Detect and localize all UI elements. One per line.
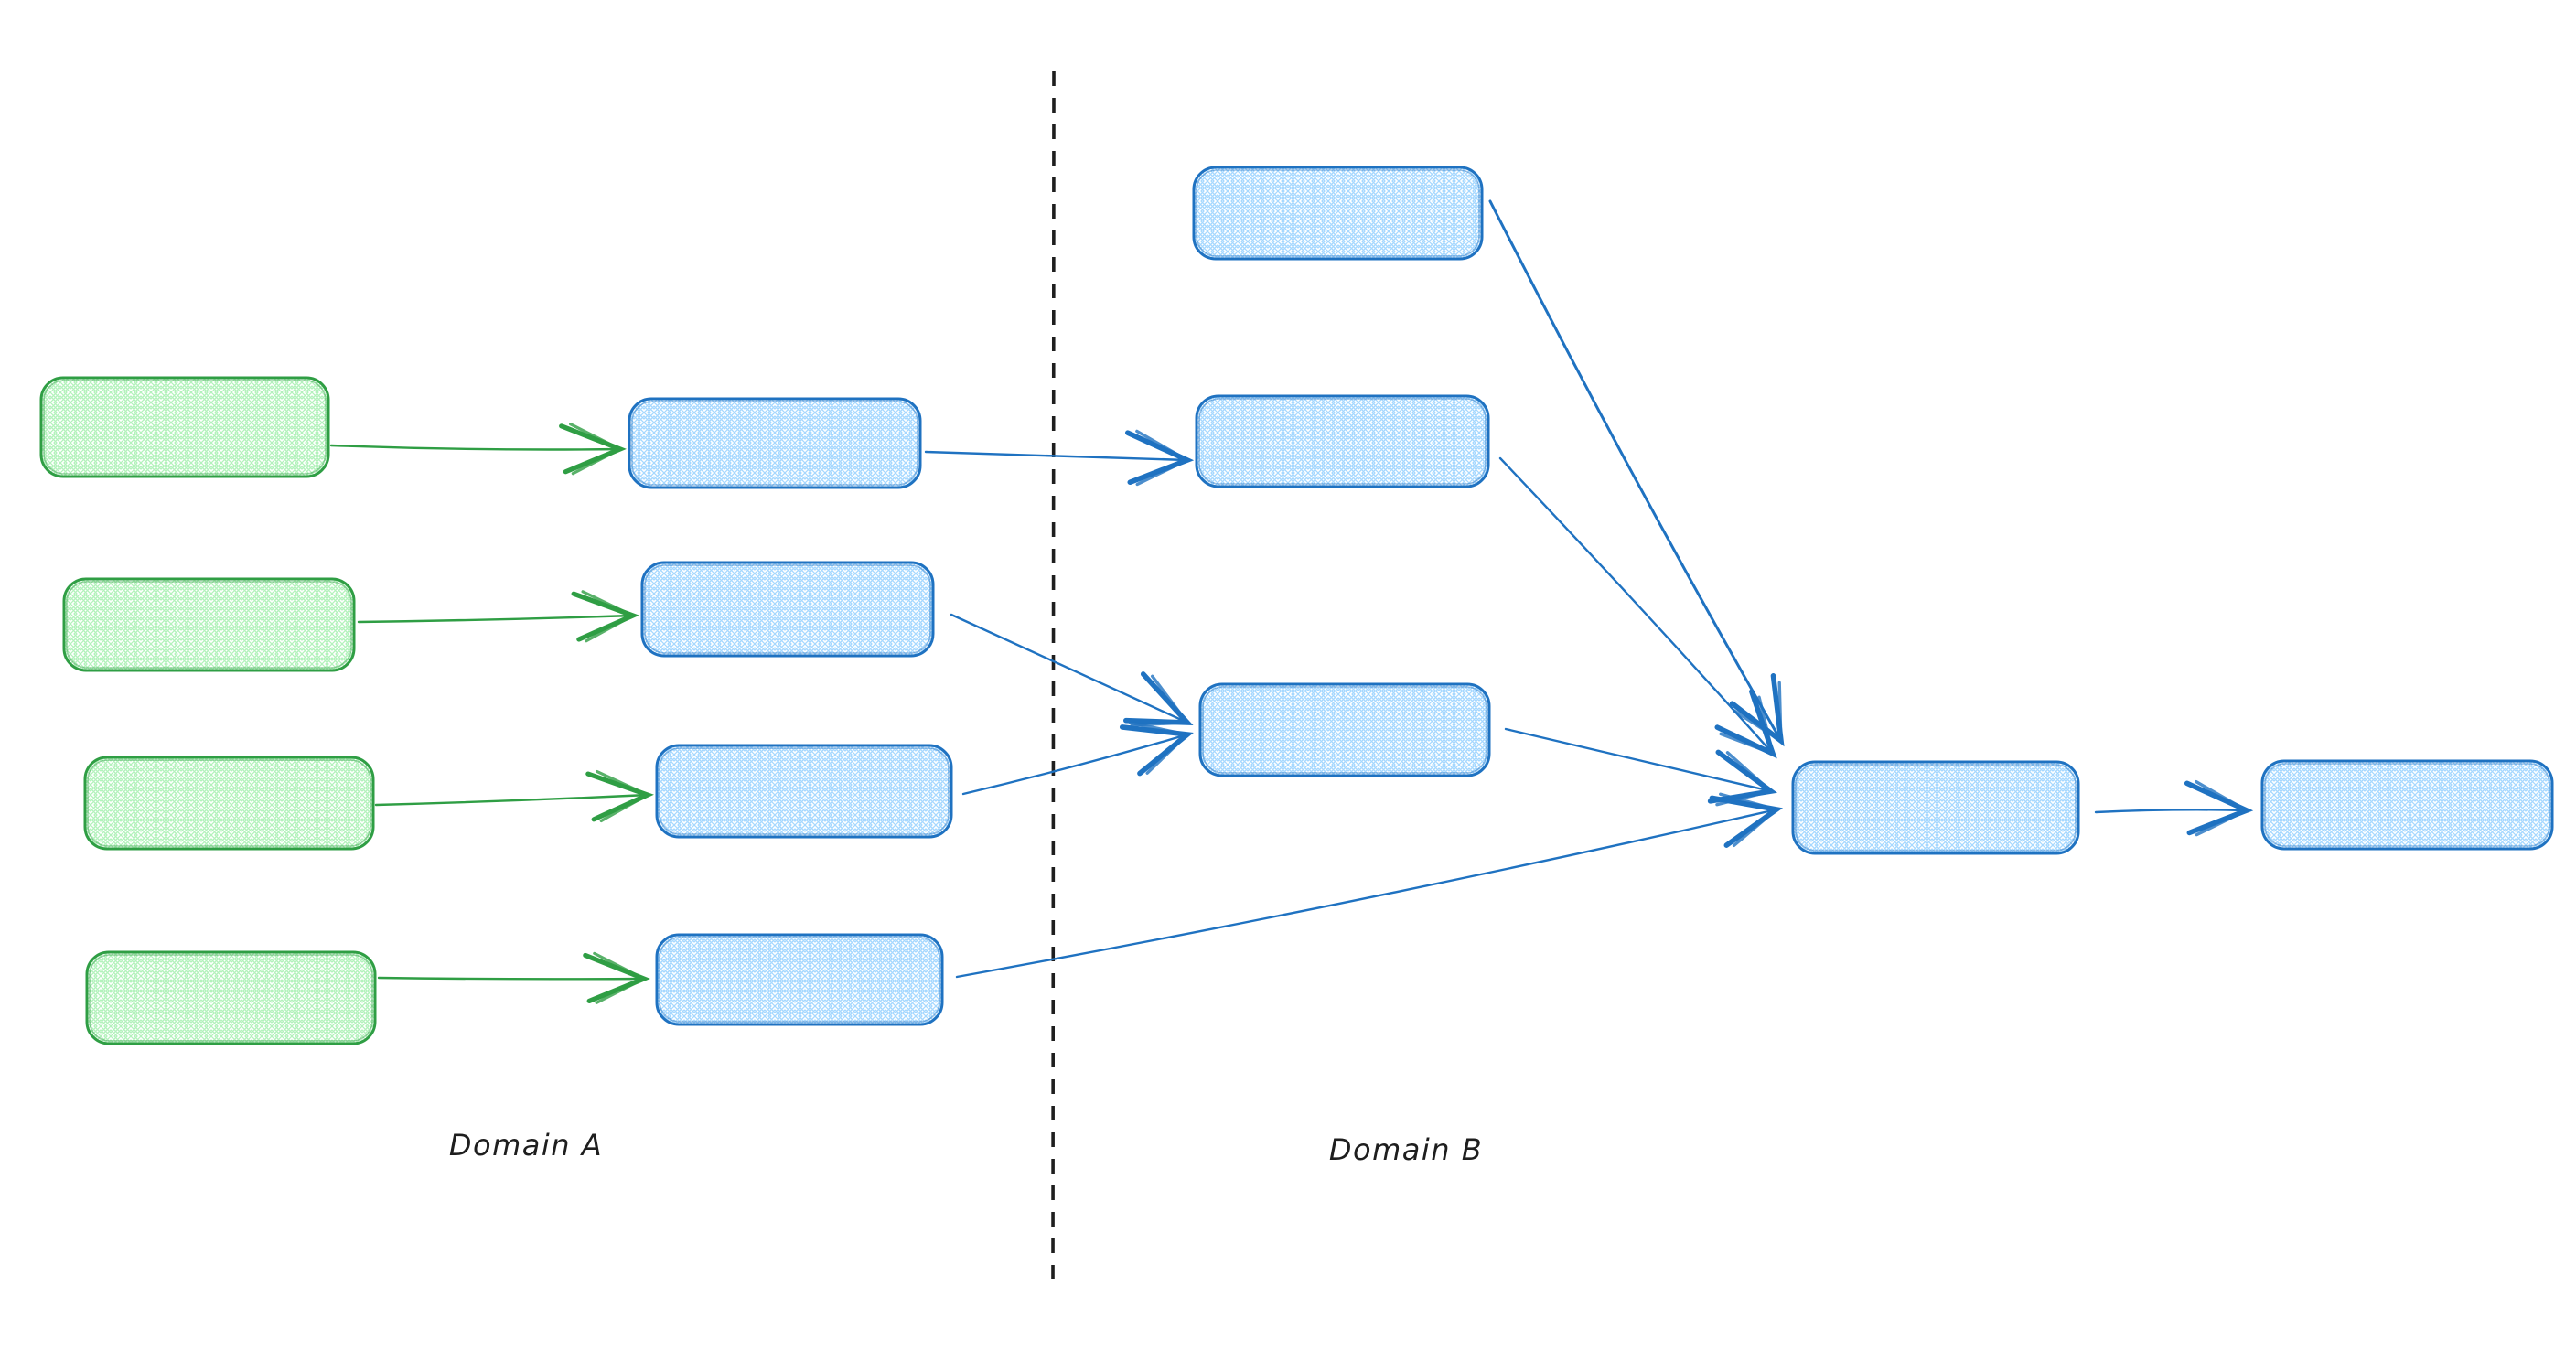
edge-a-stage-2-to-b-middle xyxy=(950,613,1194,727)
domain-a-label: Domain A xyxy=(449,1128,603,1163)
edge-a-source-3-to-a-stage-3 xyxy=(374,769,654,823)
domain-b-label: Domain B xyxy=(1329,1132,1483,1167)
edge-b-middle-to-b-aggregator xyxy=(1504,727,1778,807)
edge-a-stage-4-to-b-aggregator xyxy=(955,792,1784,979)
node-a-source-3 xyxy=(83,756,375,851)
edge-a-stage-1-to-b-upper xyxy=(924,429,1195,487)
node-a-source-1 xyxy=(39,376,330,478)
edge-a-stage-3-to-b-middle xyxy=(961,721,1194,796)
node-a-stage-3 xyxy=(655,744,953,839)
node-a-stage-4 xyxy=(655,933,944,1026)
node-b-output xyxy=(2260,759,2554,851)
node-b-upper xyxy=(1195,394,1490,488)
node-a-stage-2 xyxy=(640,561,935,658)
edge-b-aggregator-to-b-output xyxy=(2094,779,2254,837)
node-a-source-2 xyxy=(62,577,356,672)
domain-divider-dashed-line xyxy=(1051,70,1056,1280)
edge-b-upper-to-b-aggregator xyxy=(1498,456,1777,759)
edge-a-source-1-to-a-stage-1 xyxy=(329,423,627,476)
node-a-stage-1 xyxy=(628,397,922,489)
edge-b-top-to-b-aggregator xyxy=(1488,199,1785,747)
node-a-source-4 xyxy=(85,950,377,1045)
node-b-top xyxy=(1192,166,1484,261)
node-b-middle xyxy=(1198,682,1491,777)
node-b-aggregator xyxy=(1791,760,2080,855)
edge-a-source-4-to-a-stage-4 xyxy=(377,951,650,1004)
edge-a-source-2-to-a-stage-2 xyxy=(357,590,639,643)
